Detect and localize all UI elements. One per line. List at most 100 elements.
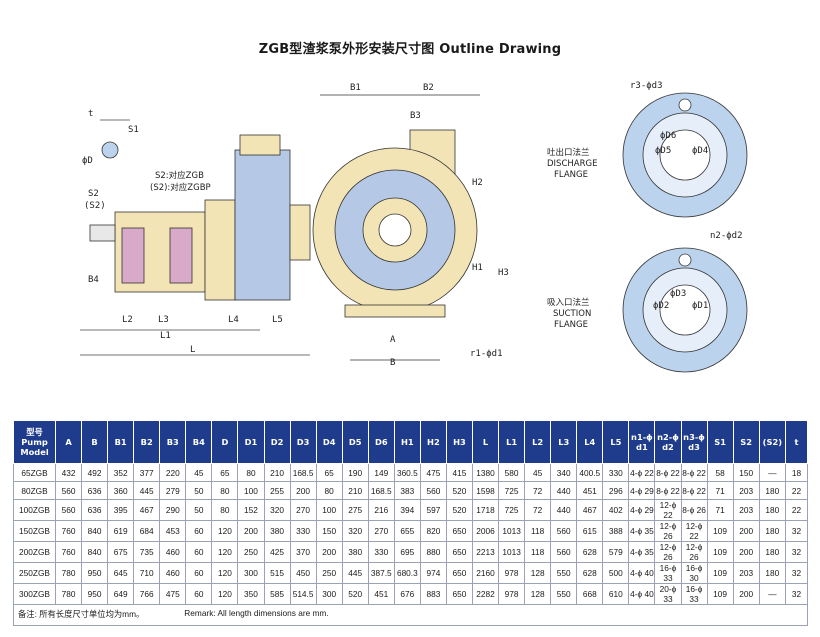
table-cell: 451 [576, 481, 604, 500]
table-cell: 60 [185, 541, 213, 563]
table-cell: — [758, 583, 787, 605]
table-cell: 780 [54, 583, 83, 605]
header-cell: n2-ϕ d2 [654, 420, 682, 464]
table-cell: 32 [785, 520, 808, 542]
table-cell: 45 [185, 463, 213, 482]
table-cell: 200 [732, 541, 760, 563]
table-cell: 1718 [471, 499, 500, 521]
table-cell: 514.5 [289, 583, 317, 605]
label-b: B [390, 358, 395, 368]
header-cell: L4 [576, 420, 604, 464]
table-cell: 180 [758, 481, 787, 500]
table-cell: 32 [785, 583, 808, 605]
table-cell: 780 [54, 562, 83, 584]
table-cell: 432 [54, 463, 83, 482]
table-cell: 12-ϕ 22 [680, 520, 708, 542]
header-cell: L [471, 420, 500, 464]
table-cell: 2282 [471, 583, 500, 605]
discharge-flange: FLANGE [554, 170, 588, 180]
table-cell: 451 [367, 583, 395, 605]
table-cell: 388 [602, 520, 630, 542]
header-cell: D6 [367, 420, 395, 464]
table-cell: 118 [524, 541, 552, 563]
model-cell: 300ZGB [13, 583, 56, 605]
suction-flange [622, 247, 748, 373]
header-cell: B [81, 420, 109, 464]
table-cell: 100 [315, 499, 343, 521]
table-cell: 675 [107, 541, 135, 563]
label-l4: L4 [228, 315, 239, 325]
table-cell: 50 [185, 481, 213, 500]
table-cell: 560 [550, 520, 578, 542]
table-cell: 2160 [471, 562, 500, 584]
table-cell: 636 [81, 481, 109, 500]
table-cell: 22 [785, 481, 808, 500]
table-cell: 8-ϕ 22 [680, 463, 708, 482]
table-cell: 180 [758, 520, 787, 542]
label-t: t [88, 109, 93, 119]
table-cell: 128 [524, 562, 552, 584]
table-cell: 684 [133, 520, 161, 542]
table-cell: 58 [706, 463, 734, 482]
table-cell: 190 [341, 463, 369, 482]
table-cell: 32 [785, 562, 808, 584]
header-cell: t [785, 420, 808, 464]
table-cell: 394 [393, 499, 421, 521]
header-cell: B3 [159, 420, 187, 464]
table-cell: 492 [81, 463, 109, 482]
table-cell: 71 [706, 481, 734, 500]
table-cell: 636 [81, 499, 109, 521]
side-view [80, 119, 311, 356]
table-cell: 150 [315, 520, 343, 542]
table-cell: 628 [576, 562, 604, 584]
table-cell: 380 [263, 520, 291, 542]
table-cell: 180 [758, 562, 787, 584]
table-cell: 150 [732, 463, 760, 482]
label-l3: L3 [158, 315, 169, 325]
table-cell: 725 [498, 481, 526, 500]
note-cn: 备注: 所有长度尺寸单位均为mm。 [18, 609, 145, 619]
table-cell: 71 [706, 499, 734, 521]
table-cell: 168.5 [367, 481, 395, 500]
table-cell: 2213 [471, 541, 500, 563]
header-pump-model: 型号 Pump Model [13, 420, 56, 464]
label-l5: L5 [272, 315, 283, 325]
table-cell: 203 [732, 562, 760, 584]
table-cell: 580 [498, 463, 526, 482]
table-cell: 467 [576, 499, 604, 521]
label-s2: S2 [88, 189, 99, 199]
table-cell: 880 [419, 541, 447, 563]
table-cell: 72 [524, 481, 552, 500]
suction-flange-label: FLANGE [554, 320, 588, 330]
table-cell: 255 [263, 481, 291, 500]
table-cell: 8-ϕ 26 [680, 499, 708, 521]
table-cell: 330 [602, 463, 630, 482]
table-cell: 655 [393, 520, 421, 542]
table-cell: 475 [159, 583, 187, 605]
table-cell: 383 [393, 481, 421, 500]
table-cell: 128 [524, 583, 552, 605]
table-cell: 460 [159, 562, 187, 584]
label-l1: L1 [160, 331, 171, 341]
note-en: Remark: All length dimensions are mm. [184, 608, 329, 618]
table-cell: 80 [237, 463, 265, 482]
table-cell: 440 [550, 481, 578, 500]
table-cell: 120 [211, 583, 239, 605]
label-n2d2: n2-ϕd2 [710, 231, 743, 241]
table-cell: 380 [341, 541, 369, 563]
table-cell: 20-ϕ 33 [654, 583, 682, 605]
table-note: 备注: 所有长度尺寸单位均为mm。 Remark: All length dim… [13, 605, 808, 626]
label-l2: L2 [122, 315, 133, 325]
table-cell: 645 [107, 562, 135, 584]
table-cell: 296 [602, 481, 630, 500]
label-d3: ϕD3 [670, 289, 686, 299]
table-cell: 300 [315, 583, 343, 605]
table-cell: 820 [419, 520, 447, 542]
table-cell: 387.5 [367, 562, 395, 584]
table-cell: 467 [133, 499, 161, 521]
header-cell: D5 [341, 420, 369, 464]
table-cell: 80 [211, 481, 239, 500]
table-cell: 8-ϕ 22 [654, 481, 682, 500]
table-cell: 402 [602, 499, 630, 521]
